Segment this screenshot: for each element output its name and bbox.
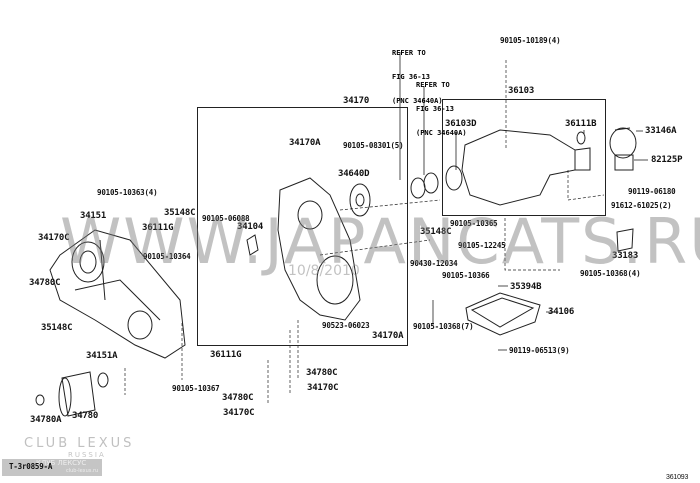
part-label[interactable]: 35148C xyxy=(420,227,452,237)
diagram-code-right: 361093 xyxy=(666,474,689,481)
part-label[interactable]: 34640D xyxy=(338,169,370,179)
housing-36103-drawing xyxy=(461,129,576,206)
part-label[interactable]: 90105-10365 xyxy=(450,219,498,228)
part-label[interactable]: 34780C xyxy=(29,278,61,288)
part-label[interactable]: 91612-61025(2) xyxy=(611,201,672,210)
ref-line: (PNC 34640A) xyxy=(416,129,467,137)
part-label[interactable]: 90105-10368(7) xyxy=(413,322,474,331)
housing-36103-group-box xyxy=(442,99,606,216)
part-label[interactable]: 33146A xyxy=(645,126,677,136)
part-label[interactable]: 35148C xyxy=(164,208,196,218)
ref-line: REFER TO xyxy=(416,81,450,89)
part-label[interactable]: 90105-10363(4) xyxy=(97,188,158,197)
russia-text: RUSSIA xyxy=(68,451,106,459)
part-label[interactable]: 34106 xyxy=(548,307,575,317)
ref-line: (PNC 34640A) xyxy=(392,97,443,105)
ref-line: FIG 36-13 xyxy=(392,73,430,81)
extension-34780-drawing xyxy=(61,371,96,417)
part-label[interactable]: 90105-10366 xyxy=(442,271,490,280)
part-label[interactable]: 90105-10364 xyxy=(143,252,191,261)
part-label[interactable]: 34780C xyxy=(306,368,338,378)
part-label[interactable]: 36111G xyxy=(210,350,242,360)
part-label[interactable]: 34170 xyxy=(343,96,370,106)
ref-line: FIG 36-13 xyxy=(416,105,454,113)
part-label[interactable]: 35394B xyxy=(510,282,542,292)
part-label[interactable]: 90523-06023 xyxy=(322,321,370,330)
part-label[interactable]: 90119-06513(9) xyxy=(509,346,570,355)
plate-33183-drawing xyxy=(616,228,634,252)
part-label[interactable]: 36103 xyxy=(508,86,535,96)
case-34170-drawing xyxy=(277,177,361,321)
oil-pan-34106-drawing xyxy=(465,292,541,336)
site-watermark: WWW.JAPANCATS.RU xyxy=(60,205,700,278)
part-label[interactable]: 33183 xyxy=(612,251,639,261)
case-34151-drawing xyxy=(49,229,186,359)
part-label[interactable]: 34170C xyxy=(223,408,255,418)
part-label[interactable]: 34104 xyxy=(237,222,264,232)
part-label[interactable]: 34170C xyxy=(38,233,70,243)
part-label[interactable]: 34170C xyxy=(307,383,339,393)
club-ru-text: КЛУБ ЛЕКСУС xyxy=(36,459,87,467)
part-label[interactable]: 90430-12034 xyxy=(410,259,458,268)
part-label[interactable]: 90119-06180 xyxy=(628,187,676,196)
club-url-text: club-lexus.ru xyxy=(66,468,99,474)
part-label[interactable]: 90105-10189(4) xyxy=(500,36,561,45)
part-label[interactable]: 90105-12245 xyxy=(458,241,506,250)
part-label[interactable]: 90105-08301(5) xyxy=(343,141,404,150)
part-label[interactable]: 34780C xyxy=(222,393,254,403)
part-label[interactable]: 34170A xyxy=(289,138,321,148)
reference-note: REFER TO FIG 36-13 (PNC 34640A) xyxy=(392,33,443,121)
club-badge: КЛУБ ЛЕКСУС club-lexus.ru xyxy=(2,459,102,476)
case-34170-group-box xyxy=(197,107,408,346)
part-label[interactable]: 90105-06088 xyxy=(202,214,250,223)
part-label[interactable]: 34780 xyxy=(72,411,99,421)
part-label[interactable]: 36103D xyxy=(445,119,477,129)
part-label[interactable]: 34170A xyxy=(372,331,404,341)
part-label[interactable]: 34151 xyxy=(80,211,107,221)
part-label[interactable]: 35148C xyxy=(41,323,73,333)
club-lexus-logo: CLUB LEXUS xyxy=(24,436,135,451)
part-label[interactable]: 90105-10368(4) xyxy=(580,269,641,278)
diagram-code-left: T-3r0859-A xyxy=(9,462,53,471)
date-watermark: 10/8/2010 xyxy=(288,263,360,279)
reference-note: REFER TO FIG 36-13 (PNC 34640A) xyxy=(416,65,467,153)
part-label[interactable]: 34151A xyxy=(86,351,118,361)
part-label[interactable]: 36111B xyxy=(565,119,597,129)
part-label[interactable]: 90105-10367 xyxy=(172,384,220,393)
ref-line: REFER TO xyxy=(392,49,426,57)
part-label[interactable]: 34780A xyxy=(30,415,62,425)
part-label[interactable]: 36111G xyxy=(142,223,174,233)
part-label[interactable]: 82125P xyxy=(651,155,683,165)
